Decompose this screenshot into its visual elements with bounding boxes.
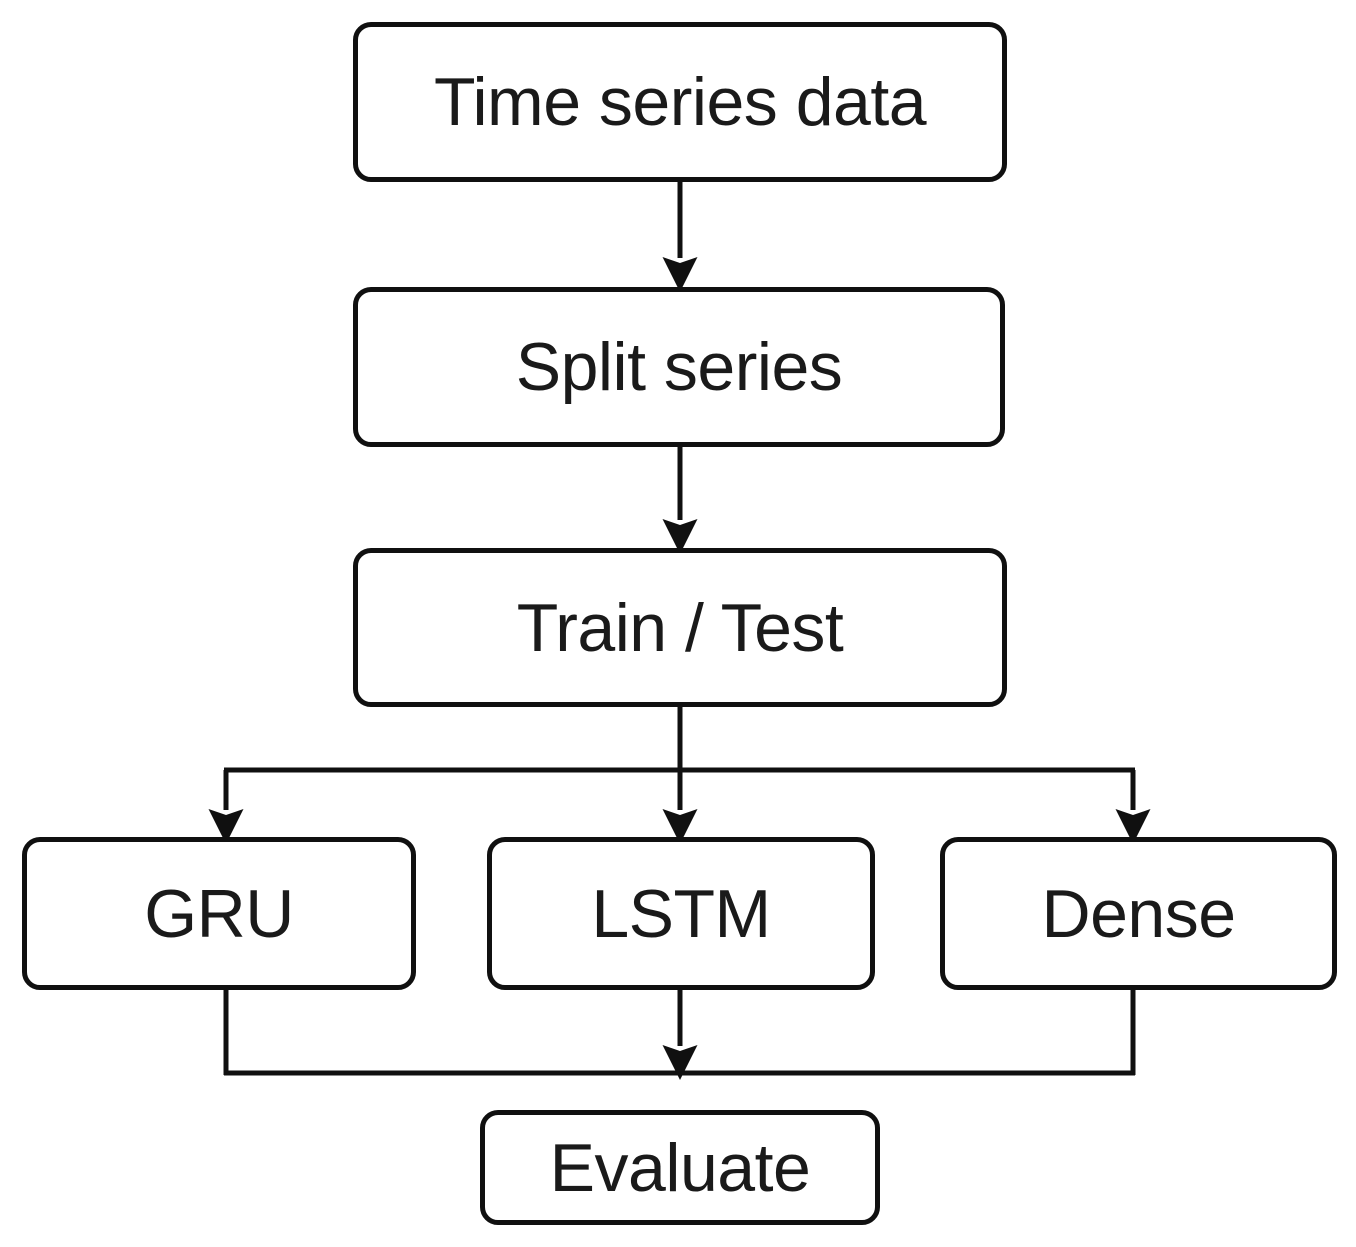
node-label-time-series-data: Time series data	[433, 64, 927, 140]
node-label-dense: Dense	[1041, 875, 1236, 952]
node-label-lstm: LSTM	[591, 875, 771, 952]
node-dense[interactable]: Dense	[940, 837, 1337, 990]
node-lstm[interactable]: LSTM	[487, 837, 875, 990]
node-label-gru: GRU	[144, 875, 294, 952]
node-time-series-data[interactable]: Time series data	[353, 22, 1007, 182]
node-split-series[interactable]: Split series	[353, 287, 1005, 447]
node-evaluate[interactable]: Evaluate	[480, 1110, 880, 1225]
node-label-split-series: Split series	[515, 329, 843, 405]
node-gru[interactable]: GRU	[22, 837, 416, 990]
node-label-evaluate: Evaluate	[549, 1129, 811, 1206]
node-train-test[interactable]: Train / Test	[353, 548, 1007, 707]
node-label-train-test: Train / Test	[516, 589, 844, 666]
